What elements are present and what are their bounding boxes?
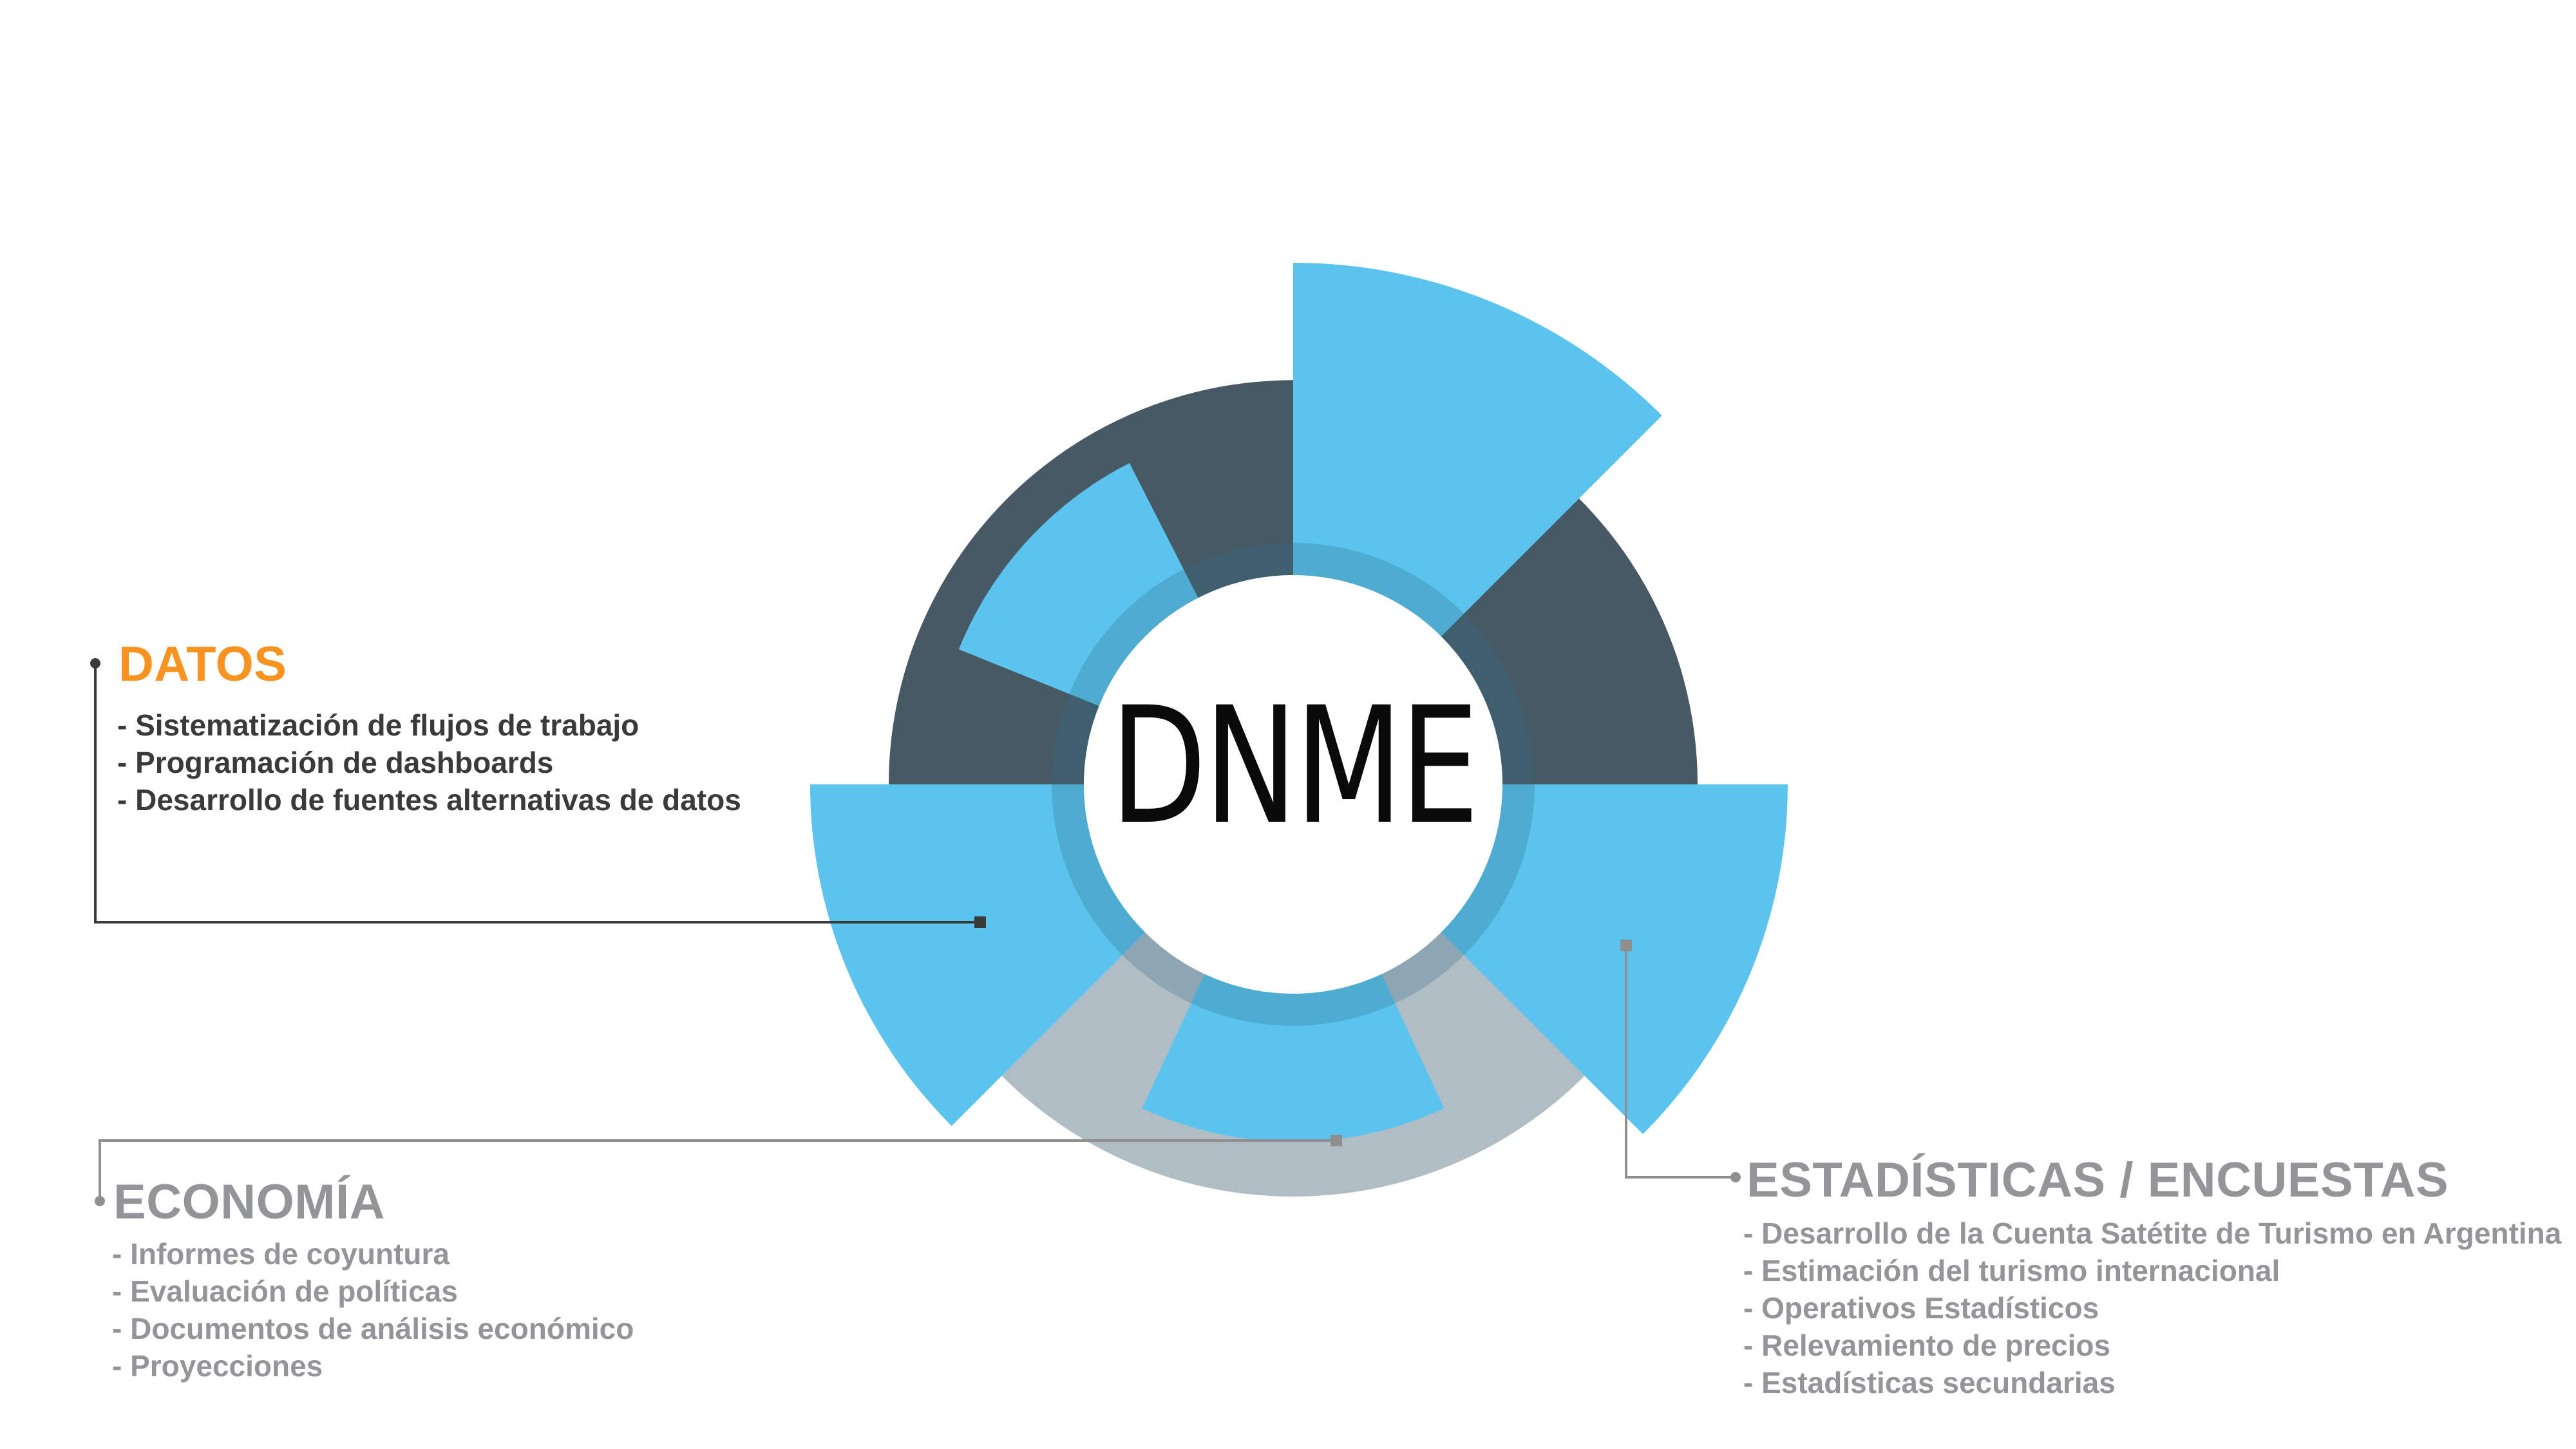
estadisticas-item: - Estadísticas secundarias — [1743, 1366, 2116, 1399]
petal-right — [1441, 784, 1788, 1135]
economia-connector-dot — [95, 1196, 105, 1206]
petal-bottom — [1142, 974, 1444, 1142]
blue-sectors-group — [810, 263, 1788, 1142]
economia-title: ECONOMÍA — [113, 1175, 385, 1229]
economia-connector-end — [1331, 1135, 1342, 1146]
connectors-group — [90, 658, 1741, 1206]
economia-item: - Documentos de análisis económico — [112, 1312, 634, 1345]
datos-title: DATOS — [118, 637, 287, 692]
datos-item: - Sistematización de flujos de trabajo — [117, 708, 639, 742]
datos-item: - Desarrollo de fuentes alternativas de … — [117, 783, 741, 817]
petal-left — [810, 784, 1146, 1126]
center-label: DNME — [1110, 672, 1479, 860]
estadisticas-item: - Relevamiento de precios — [1743, 1329, 2111, 1362]
inner-band — [1052, 543, 1535, 1026]
estadisticas-connector-dot — [1730, 1172, 1741, 1182]
estadisticas-connector — [1625, 945, 1736, 1179]
estadisticas-list: - Desarrollo de la Cuenta Satétite de Tu… — [1743, 1215, 2561, 1401]
datos-connector-dot — [90, 658, 100, 668]
estadisticas-title: ESTADÍSTICAS / ENCUESTAS — [1747, 1153, 2449, 1208]
economia-item: - Informes de coyuntura — [112, 1237, 450, 1271]
estadisticas-connector-end — [1620, 940, 1632, 951]
estadisticas-item: - Desarrollo de la Cuenta Satétite de Tu… — [1743, 1217, 2562, 1250]
economia-list: - Informes de coyuntura - Evaluación de … — [112, 1235, 634, 1385]
datos-item: - Programación de dashboards — [117, 746, 554, 779]
estadisticas-item: - Operativos Estadísticos — [1743, 1291, 2099, 1325]
petal-top-right — [1293, 263, 1662, 637]
center-disc — [1084, 575, 1502, 994]
overlay-group — [1052, 543, 1535, 1026]
economia-item: - Proyecciones — [112, 1349, 323, 1383]
datos-connector-end — [974, 916, 986, 928]
estadisticas-item: - Estimación del turismo internacional — [1743, 1254, 2280, 1287]
datos-list: - Sistematización de flujos de trabajo -… — [117, 706, 741, 819]
petal-upper-left — [958, 463, 1198, 706]
datos-connector — [94, 663, 980, 923]
economia-item: - Evaluación de políticas — [112, 1274, 458, 1308]
economia-connector — [99, 1139, 1336, 1201]
